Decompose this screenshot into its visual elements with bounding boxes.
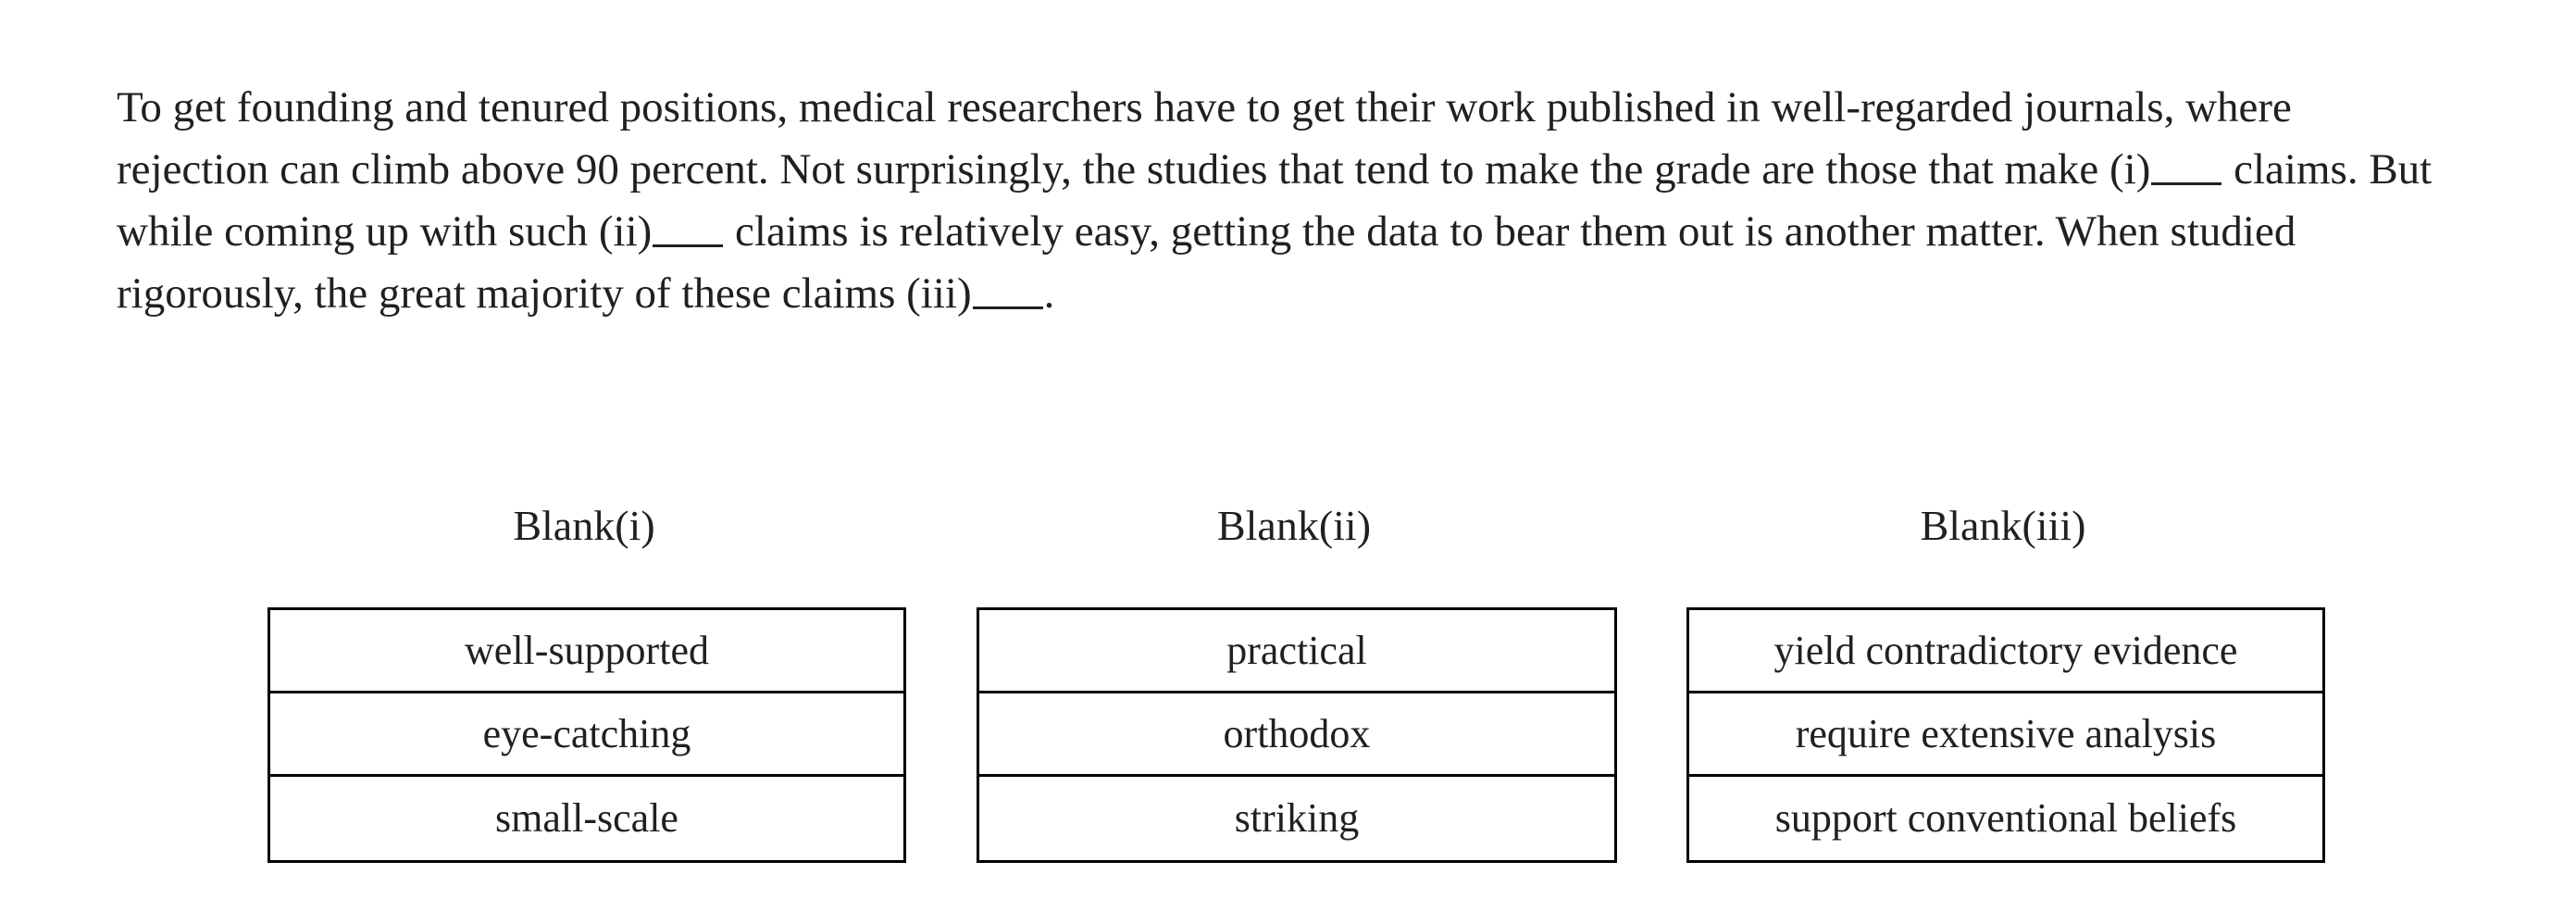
option-row[interactable]: require extensive analysis (1689, 693, 2322, 777)
passage-segment-2: claims. But while coming up with such (i… (117, 145, 2433, 256)
option-label: eye-catching (482, 710, 691, 756)
option-row[interactable]: yield contradictory evidence (1689, 610, 2322, 693)
option-label: practical (1226, 627, 1367, 673)
option-label: small-scale (495, 795, 678, 841)
option-label: support conventional beliefs (1774, 795, 2237, 841)
option-row[interactable]: eye-catching (270, 693, 903, 777)
option-table-blank-i: well-supported eye-catching small-scale (268, 607, 906, 863)
option-row[interactable]: practical (979, 610, 1614, 693)
option-row[interactable]: small-scale (270, 777, 903, 860)
option-row[interactable]: well-supported (270, 610, 903, 693)
passage-segment-1: To get founding and tenured positions, m… (117, 83, 2292, 194)
answer-column-blank-i: Blank(i) well-supported eye-catching sma… (268, 500, 906, 863)
column-header-blank-ii: Blank(ii) (1216, 502, 1372, 549)
option-row[interactable]: orthodox (979, 693, 1614, 777)
option-label: striking (1234, 795, 1360, 841)
option-label: yield contradictory evidence (1773, 627, 2238, 673)
option-row[interactable]: striking (979, 777, 1614, 860)
blank-iii-underline (972, 275, 1043, 309)
option-row[interactable]: support conventional beliefs (1689, 777, 2322, 860)
passage-text: To get founding and tenured positions, m… (117, 77, 2449, 325)
option-table-blank-ii: practical orthodox striking (977, 607, 1617, 863)
option-label: well-supported (465, 627, 709, 673)
blank-ii-underline (653, 213, 724, 247)
option-label: require extensive analysis (1795, 710, 2217, 756)
column-header-blank-iii: Blank(iii) (1920, 502, 2086, 549)
option-label: orthodox (1223, 710, 1371, 756)
passage-segment-3: claims is relatively easy, getting the d… (117, 207, 2296, 318)
answer-column-blank-iii: Blank(iii) yield contradictory evidence … (1686, 500, 2325, 863)
option-table-blank-iii: yield contradictory evidence require ext… (1686, 607, 2325, 863)
answer-column-blank-ii: Blank(ii) practical orthodox striking (977, 500, 1617, 863)
column-header-blank-i: Blank(i) (513, 502, 655, 549)
blank-i-underline (2151, 151, 2222, 185)
passage-segment-4: . (1043, 269, 1055, 318)
